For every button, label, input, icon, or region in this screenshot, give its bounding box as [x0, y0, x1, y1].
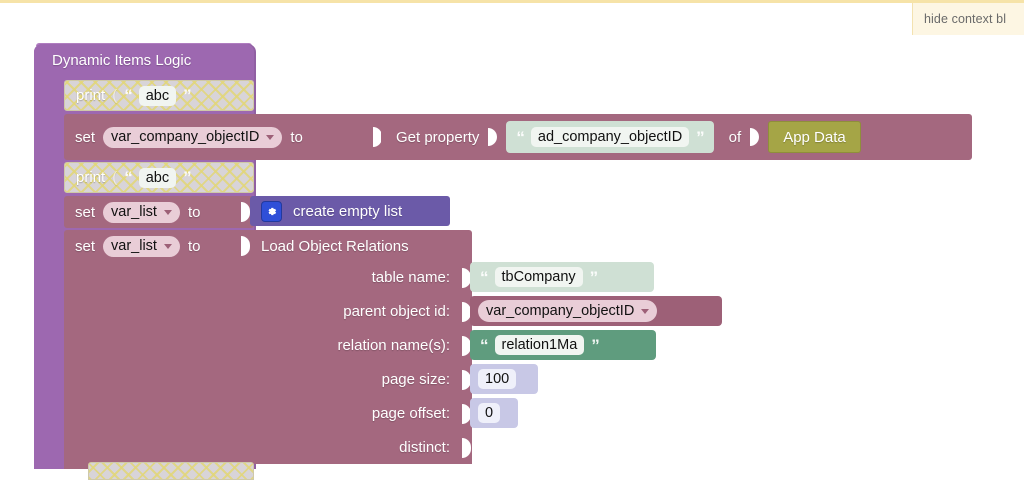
- app-data-label: App Data: [783, 128, 846, 146]
- top-accent-rule: [0, 0, 1024, 3]
- print-paren-2: (: [112, 169, 118, 186]
- set-label-1: set: [75, 128, 96, 146]
- text-block-tbcompany[interactable]: “ tbCompany ”: [470, 262, 654, 292]
- text-block-ad-company-objectid[interactable]: ad_company_objectID “ ad_company_objectI…: [506, 121, 714, 153]
- set-label-3: set: [75, 237, 96, 255]
- quote-open-icon-1: “: [124, 86, 132, 105]
- field-row-parent-object-id: parent object id:: [250, 297, 460, 325]
- text-field-relation1ma[interactable]: relation1Ma: [494, 335, 585, 355]
- value-input-notch-4: [241, 202, 250, 222]
- hide-context-block-label: hide context bl: [924, 12, 1007, 26]
- print-text-field-2[interactable]: abc: [138, 167, 177, 188]
- value-input-notch-parent-object-id: [462, 302, 471, 322]
- procedure-title: Dynamic Items Logic: [52, 51, 192, 69]
- number-field-page-size[interactable]: 100: [478, 369, 517, 389]
- quote-close-icon-3: ”: [183, 168, 191, 187]
- load-object-relations-title: Load Object Relations: [261, 237, 409, 255]
- variable-dropdown-var-list-2[interactable]: var_list: [103, 235, 180, 257]
- variable-dropdown-company-objectid-text: var_company_objectID: [111, 129, 260, 145]
- to-label-1: to: [290, 128, 303, 146]
- to-label-3: to: [187, 237, 201, 255]
- get-property-label: Get property: [396, 128, 480, 146]
- field-label-page-offset: page offset:: [371, 404, 450, 422]
- variable-dropdown-var-list-2-text: var_list: [111, 238, 157, 254]
- print-label-2: print: [76, 169, 106, 186]
- field-label-relation-names: relation name(s):: [337, 336, 450, 354]
- number-block-page-offset[interactable]: 0: [470, 398, 518, 428]
- get-property-block[interactable]: Get property ad_company_objectID “ ad_co…: [381, 114, 972, 160]
- field-row-page-offset: page offset:: [250, 399, 460, 427]
- app-data-block[interactable]: App Data: [768, 121, 861, 153]
- variable-dropdown-parent-object-id-text: var_company_objectID: [486, 303, 635, 319]
- text-field-ad-company-objectid[interactable]: ad_company_objectID: [530, 127, 690, 147]
- quote-close-icon-tbcompany: ”: [589, 267, 598, 287]
- create-empty-list-block[interactable]: create empty list: [250, 196, 450, 226]
- procedure-block-header[interactable]: Dynamic Items Logic: [34, 44, 250, 76]
- field-row-page-size: page size:: [250, 365, 460, 393]
- chevron-down-icon-3: [163, 243, 172, 249]
- variable-dropdown-var-list-1-text: var_list: [111, 204, 157, 220]
- chevron-down-icon-4: [641, 308, 650, 314]
- number-block-page-size[interactable]: 100: [470, 364, 538, 394]
- chevron-down-icon-1: [266, 134, 275, 140]
- quote-close-glyph-2: ”: [696, 127, 704, 147]
- variable-dropdown-parent-object-id[interactable]: var_company_objectID: [478, 300, 658, 322]
- value-input-notch-distinct[interactable]: [462, 438, 471, 458]
- hide-context-block-tab[interactable]: hide context bl: [912, 3, 1024, 35]
- value-input-notch-page-offset: [462, 404, 471, 424]
- variable-block-parent-object-id[interactable]: var_company_objectID: [470, 296, 722, 326]
- print-block-2[interactable]: print ( “ abc ”: [64, 162, 254, 193]
- field-row-distinct: distinct:: [250, 433, 460, 461]
- quote-open-icon-relation1ma: “: [480, 335, 488, 355]
- variable-dropdown-var-list-1[interactable]: var_list: [103, 201, 180, 223]
- quote-close-icon-1: ”: [183, 86, 191, 105]
- value-input-notch-1: [373, 127, 382, 147]
- field-row-relation-names: relation name(s):: [250, 331, 460, 359]
- set-label-2: set: [75, 203, 96, 221]
- print-block-1[interactable]: print ( “ abc ”: [64, 80, 254, 111]
- value-input-notch-3: [750, 128, 760, 146]
- number-field-page-offset[interactable]: 0: [478, 403, 501, 423]
- create-empty-list-label: create empty list: [293, 202, 403, 220]
- field-label-distinct: distinct:: [399, 438, 450, 456]
- quote-open-icon-tbcompany: “: [480, 267, 488, 287]
- value-input-notch-table-name: [462, 268, 471, 288]
- field-label-page-size: page size:: [381, 370, 450, 388]
- set-variable-block-var-list-relations[interactable]: set var_list to: [64, 230, 254, 469]
- field-label-table-name: table name:: [371, 268, 450, 286]
- value-input-notch-2: [488, 128, 498, 146]
- quote-open-icon-3: “: [124, 168, 132, 187]
- chevron-down-icon-2: [163, 209, 172, 215]
- to-label-2: to: [187, 203, 201, 221]
- set-variable-block-var-list-empty[interactable]: set var_list to: [64, 196, 254, 228]
- quote-open-glyph-2: “: [516, 127, 524, 147]
- value-input-notch-relation-names: [462, 336, 471, 356]
- text-block-relation1ma[interactable]: “ relation1Ma ”: [470, 330, 656, 360]
- field-label-parent-object-id: parent object id:: [343, 302, 450, 320]
- print-text-field-1[interactable]: abc: [138, 85, 177, 106]
- variable-dropdown-company-objectid[interactable]: var_company_objectID: [103, 126, 283, 148]
- field-row-table-name: table name:: [250, 263, 460, 291]
- quote-close-icon-relation1ma: ”: [591, 335, 599, 355]
- set-variable-block-company-objectid[interactable]: set var_company_objectID to: [64, 114, 389, 160]
- load-object-relations-block[interactable]: Load Object Relations: [250, 230, 472, 464]
- print-label-1: print: [76, 87, 106, 104]
- gear-icon[interactable]: [261, 200, 282, 222]
- value-input-notch-page-size: [462, 370, 471, 390]
- next-disabled-block-partial[interactable]: [88, 462, 254, 480]
- text-field-tbcompany[interactable]: tbCompany: [494, 267, 583, 287]
- of-label: of: [728, 128, 742, 146]
- print-paren-1: (: [112, 87, 118, 104]
- value-input-notch-5: [241, 236, 250, 256]
